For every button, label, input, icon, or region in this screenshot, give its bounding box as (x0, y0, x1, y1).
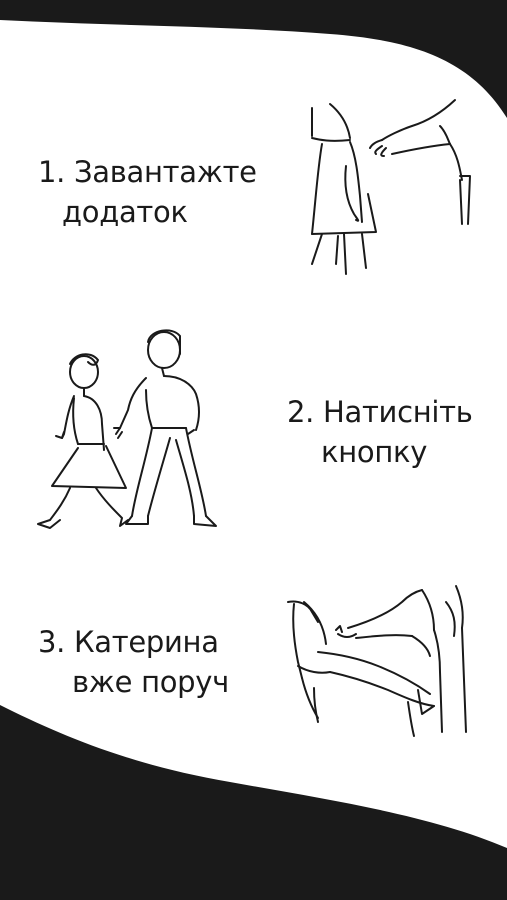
step-3-line-1: 3. Катерина (38, 625, 219, 659)
step-2-line-1: 2. Натисніть (287, 395, 473, 429)
step-1-line-2: додаток (62, 195, 188, 229)
step-3-line-2: вже поруч (72, 665, 229, 699)
woman-and-man-walking-icon (37, 329, 217, 529)
bottom-wave (0, 705, 507, 900)
girl-and-reaching-hand-icon (311, 99, 471, 275)
helping-hand-group-icon (287, 585, 467, 737)
step-1-text: 1. Завантажте додаток (38, 152, 257, 232)
step-2-text: 2. Натисніть кнопку (287, 392, 473, 472)
step-2-line-2: кнопку (321, 435, 428, 469)
top-wave (0, 0, 507, 118)
step-3-text: 3. Катерина вже поруч (38, 622, 229, 702)
step-1-line-1: 1. Завантажте (38, 155, 257, 189)
